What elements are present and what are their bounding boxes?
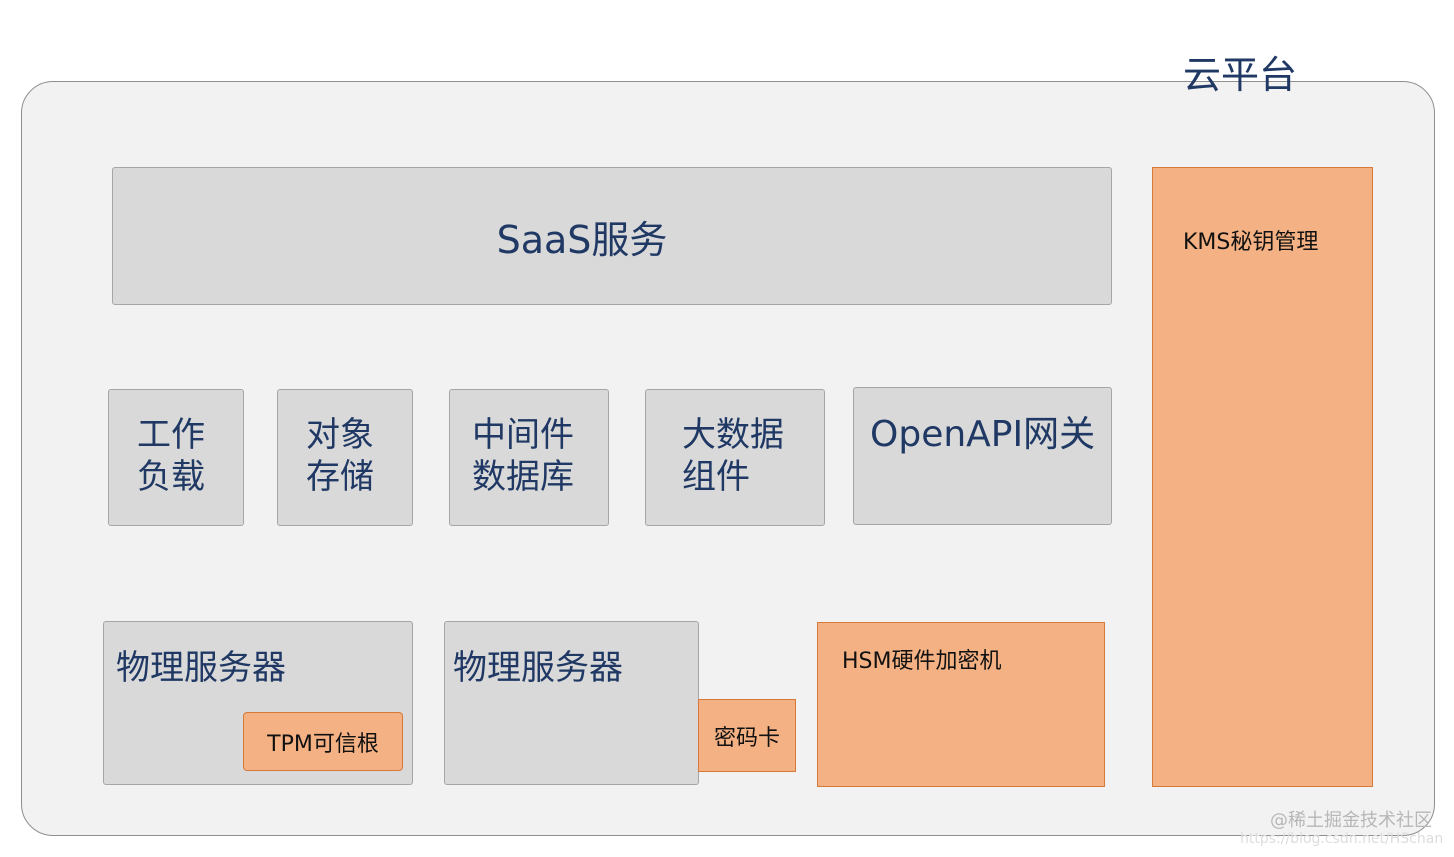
hsm-label: HSM硬件加密机 — [842, 649, 1002, 674]
middleware-database-box: 中间件 数据库 — [449, 389, 609, 526]
tpm-root-of-trust: TPM可信根 — [243, 712, 403, 771]
crypto-card: 密码卡 — [698, 699, 796, 772]
tpm-label: TPM可信根 — [267, 731, 379, 757]
hsm-encryption-machine: HSM硬件加密机 — [817, 622, 1105, 787]
object-storage-box: 对象 存储 — [277, 389, 413, 526]
watermark-text: @稀土掘金技术社区 — [1270, 810, 1432, 831]
workload-box: 工作 负载 — [108, 389, 244, 526]
cloud-platform-title: 云平台 — [1183, 53, 1298, 97]
watermark-url: https://blog.csdn.net/HSchan — [1240, 831, 1444, 847]
physical-server-1-label: 物理服务器 — [116, 648, 286, 688]
crypto-card-label: 密码卡 — [713, 725, 780, 751]
saas-service-box: SaaS服务 — [112, 167, 1112, 305]
kms-label: KMS秘钥管理 — [1183, 230, 1319, 255]
saas-service-label: SaaS服务 — [496, 217, 668, 262]
openapi-gateway-box: OpenAPI网关 — [853, 387, 1112, 525]
bigdata-component-box: 大数据 组件 — [645, 389, 825, 526]
physical-server-2-label: 物理服务器 — [453, 648, 623, 688]
kms-key-management: KMS秘钥管理 — [1152, 167, 1373, 787]
physical-server-2: 物理服务器 — [444, 621, 699, 785]
